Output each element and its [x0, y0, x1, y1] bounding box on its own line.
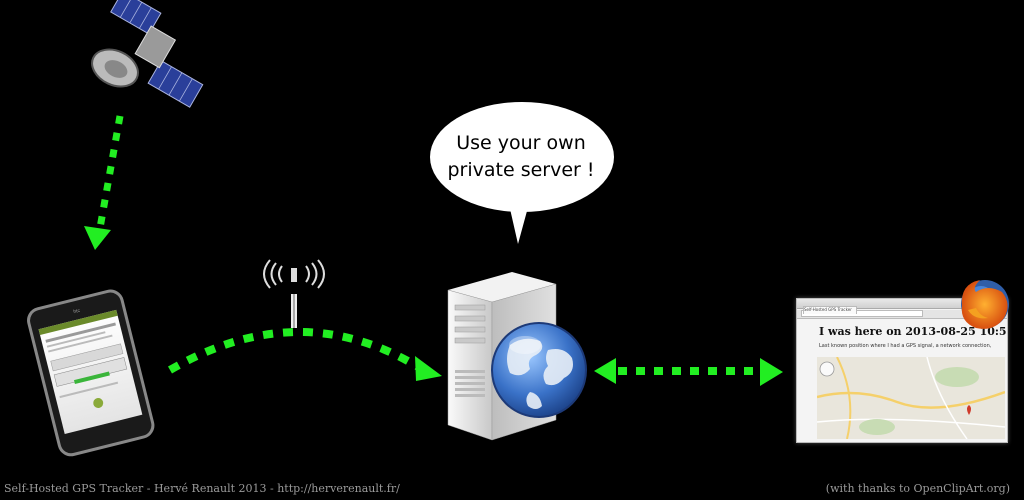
browser-tab-bar: Self-Hosted GPS Tracker	[797, 299, 1007, 314]
page-subtext: Last known position where I had a GPS si…	[819, 343, 992, 349]
bubble-line-1: Use your own	[456, 132, 586, 154]
footer-credit: Self-Hosted GPS Tracker - Hervé Renault …	[4, 482, 400, 495]
smartphone-icon: htc	[27, 289, 155, 457]
gps-signal-arrow	[84, 115, 124, 250]
map-graphic	[817, 357, 1005, 439]
bidirectional-arrow	[594, 358, 783, 386]
url-field	[801, 310, 923, 317]
phone-brand: htc	[73, 308, 81, 316]
bubble-line-2: private server !	[447, 159, 595, 181]
firefox-icon	[961, 280, 1009, 329]
speech-bubble-text: Use your own private server !	[438, 130, 604, 184]
cell-tower-icon	[263, 259, 325, 328]
browser-tab: Self-Hosted GPS Tracker	[803, 306, 857, 314]
speech-bubble	[430, 102, 614, 244]
satellite-icon	[91, 0, 204, 108]
page-heading: I was here on 2013-08-25 10:59:	[819, 325, 1008, 338]
footer-thanks: (with thanks to OpenClipArt.org)	[825, 482, 1010, 495]
globe-icon	[491, 322, 587, 418]
map-thumbnail	[817, 357, 1005, 439]
network-arrow	[168, 328, 442, 381]
browser-url-bar	[797, 310, 1007, 319]
